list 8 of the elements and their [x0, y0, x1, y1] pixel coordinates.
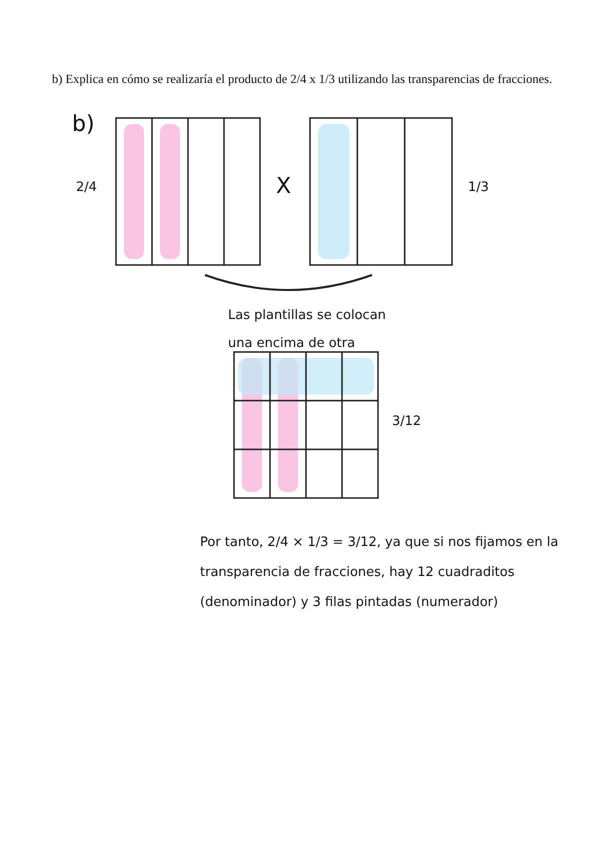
- multiply-sign: X: [276, 174, 292, 199]
- fraction-label: 1/3: [468, 180, 490, 195]
- part-label: b): [72, 112, 96, 137]
- fraction-label: 2/4: [76, 180, 98, 195]
- question-text: b) Explica en cómo se realizaría el producto de 2/4 x 1/3 utilizando las transparencias de fracciones.: [52, 72, 554, 87]
- fraction-label: 3/12: [392, 414, 422, 429]
- note-text: Las plantillas se colocan una encima de otra: [228, 307, 387, 353]
- explanation-text: Por tanto, 2/4 × 1/3 = 3/12, ya que si nos fijamos en la transparencia de fracciones, hay 12 cuadraditos (denominador) y 3 filas pintadas (numerador): [200, 534, 560, 612]
